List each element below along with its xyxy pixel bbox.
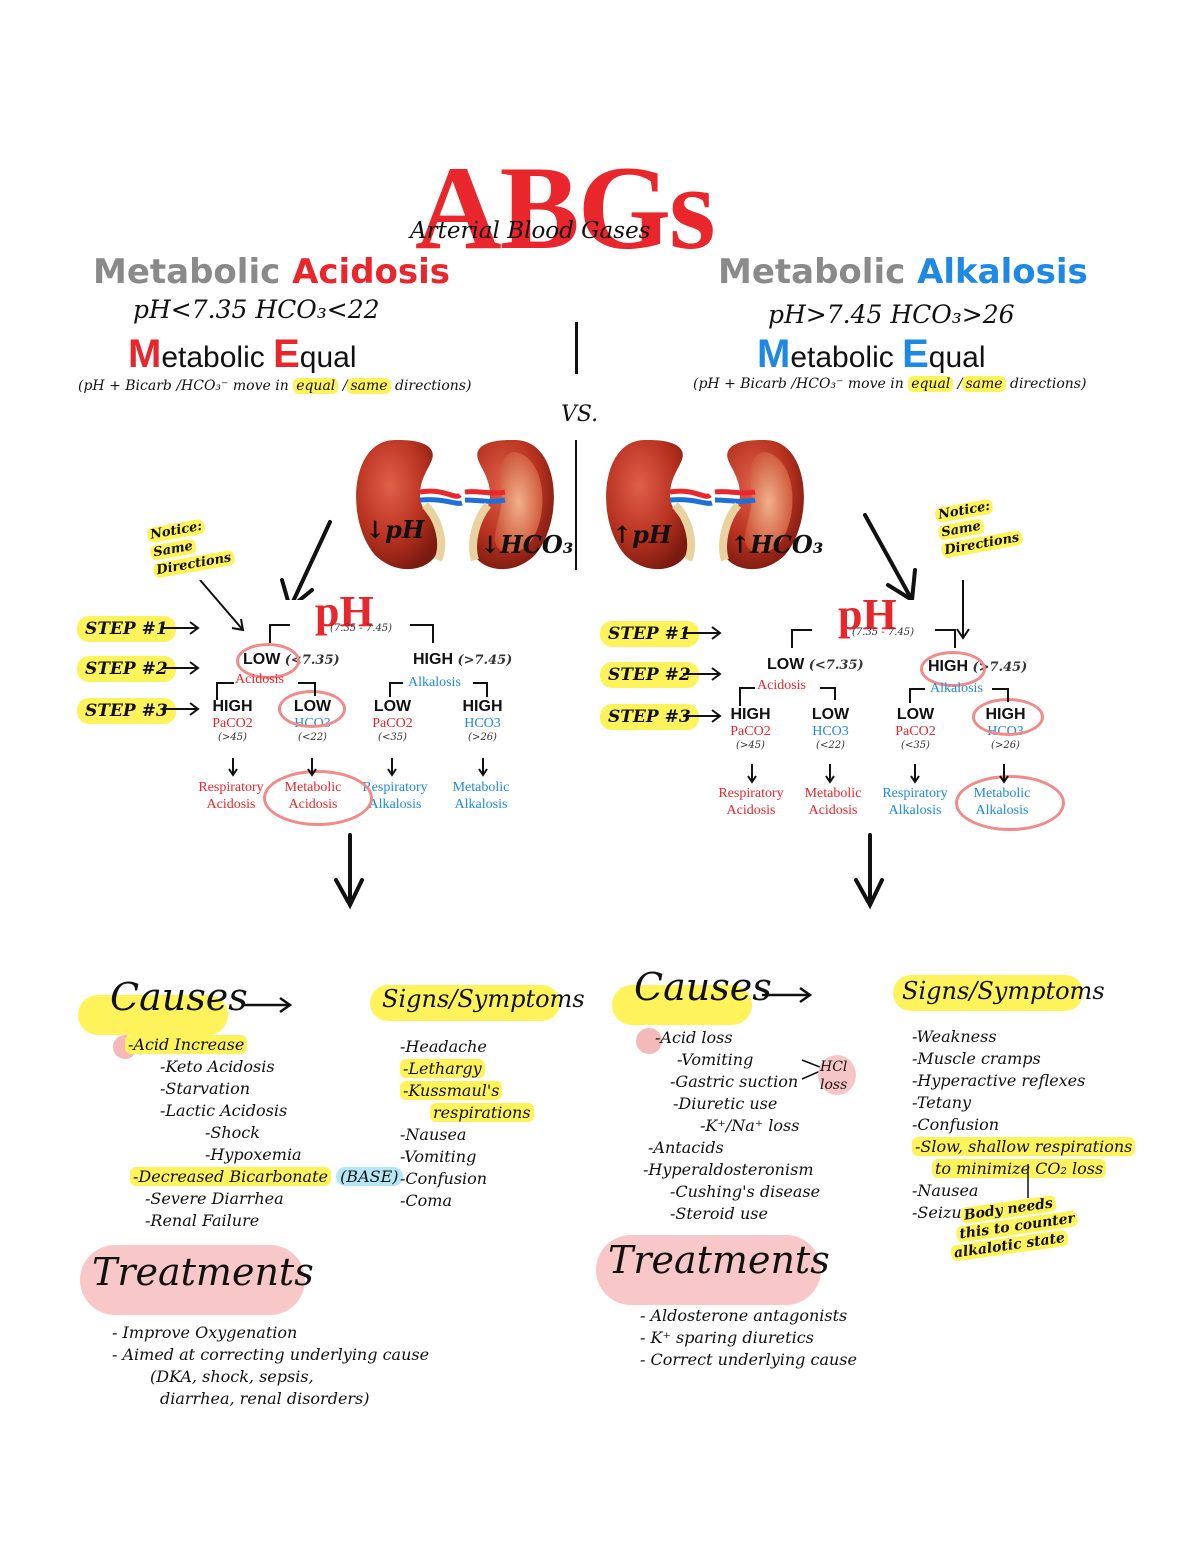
alkalosis-treatments-title: Treatments [608, 1238, 830, 1282]
alkalosis-metabolic-equal: Metabolic Equal [757, 332, 986, 376]
alkalosis-acidosis-label: Acidosis [757, 678, 806, 693]
kidney-label-ph-down: ↓pH [365, 515, 425, 544]
acidosis-ph-label: pH [315, 587, 374, 636]
page-title: ABGs [415, 141, 716, 274]
alkalosis-low: LOW (<7.35) [767, 656, 864, 673]
kidney-icon [606, 440, 713, 570]
acidosis-metabolic-equal: Metabolic Equal [128, 332, 357, 376]
alkalosis-causes-title: Causes [634, 965, 772, 1009]
center-divider-top [575, 322, 578, 374]
kidney-cross-section-icon [464, 440, 554, 570]
kidney-illustrations [280, 440, 917, 600]
acidosis-signs-list: -Headache -Lethargy -Kussmaul's respirat… [400, 1036, 534, 1212]
causes-highlight [78, 995, 228, 1035]
acidosis-low-hco3-circle [278, 690, 346, 728]
alkalosis-signs-list: -Weakness -Muscle cramps -Hyperactive re… [912, 1026, 1136, 1224]
center-divider-bottom [575, 440, 577, 570]
acidosis-treatments-list: - Improve Oxygenation - Aimed at correct… [112, 1323, 430, 1408]
treatments-highlight [596, 1235, 821, 1305]
causes-highlight [612, 985, 752, 1025]
vs-label: VS. [561, 402, 599, 427]
arrow-right-icon [762, 986, 813, 1004]
hcl-loss-note: HCl loss [820, 1059, 848, 1093]
arrow-icon [280, 513, 917, 600]
signs-highlight [370, 985, 560, 1021]
alkalosis-treatments-list: - Aldosterone antagonists - K⁺ sparing d… [640, 1306, 857, 1369]
arrow-up-icon [1027, 1164, 1029, 1198]
acidosis-causes-title: Causes [110, 975, 248, 1019]
alkalosis-alkalosis-label: Alkalosis [930, 681, 983, 696]
acidosis-high: HIGH (>7.45) [413, 651, 513, 668]
acidosis-alkalosis-label: Alkalosis [408, 675, 461, 690]
alkalosis-title: Metabolic Alkalosis [718, 252, 1088, 292]
alkalosis-step-2: STEP #2 [600, 662, 699, 688]
alkalosis-causes-list: -Acid loss -Vomiting -Gastric suction -D… [643, 1028, 821, 1223]
kidney-icon [356, 440, 463, 570]
acid-loss-dot [636, 1028, 662, 1054]
acidosis-causes-list: -Acid Increase -Keto Acidosis -Starvatio… [125, 1034, 403, 1232]
kidney-label-hco3-down: ↓HCO₃ [480, 530, 574, 559]
alkalosis-direction-note: (pH + Bicarb /HCO₃⁻ move in equal /same … [693, 376, 1087, 392]
acidosis-acidosis-label: Acidosis [235, 672, 284, 687]
alkalosis-metabolic-alkalosis-circle [955, 775, 1065, 831]
acidosis-low-circle [236, 643, 300, 679]
kidney-label-ph-up: ↑pH [612, 520, 672, 549]
acidosis-step-2: STEP #2 [77, 656, 176, 682]
kidney-cross-section-icon [714, 440, 804, 570]
alkalosis-step-1: STEP #1 [600, 621, 699, 647]
alkalosis-ph-range: (7.35 - 7.45) [852, 627, 915, 638]
acidosis-metabolic-acidosis-circle [263, 770, 373, 826]
acidosis-ph-range: (7.35 - 7.45) [330, 623, 393, 634]
alkalosis-step-3: STEP #3 [600, 704, 699, 730]
acidosis-signs-title: Signs/Symptoms [382, 985, 585, 1013]
signs-highlight [893, 975, 1083, 1011]
page-subtitle: Arterial Blood Gases [410, 218, 651, 244]
treatments-highlight [80, 1245, 305, 1315]
alkalosis-high-circle [920, 651, 986, 687]
acidosis-formula: pH<7.35 HCO₃<22 [133, 295, 380, 324]
acidosis-treatments-title: Treatments [92, 1250, 314, 1294]
alkalosis-formula: pH>7.45 HCO₃>26 [768, 300, 1015, 329]
flowchart-connectors [162, 580, 1009, 910]
down-arrow-icon [334, 833, 884, 910]
alkalosis-signs-title: Signs/Symptoms [902, 977, 1105, 1005]
acidosis-step-3: STEP #3 [77, 698, 176, 724]
acidosis-title: Metabolic Acidosis [93, 252, 451, 292]
arrow-right-icon [242, 996, 293, 1014]
acidosis-direction-note: (pH + Bicarb /HCO₃⁻ move in equal /same … [78, 378, 472, 394]
alkalosis-ph-label: pH [838, 590, 897, 639]
acidosis-step-1: STEP #1 [77, 616, 176, 642]
hcl-loss-badge [818, 1055, 856, 1095]
kidney-label-hco3-up: ↑HCO₃ [730, 530, 824, 559]
